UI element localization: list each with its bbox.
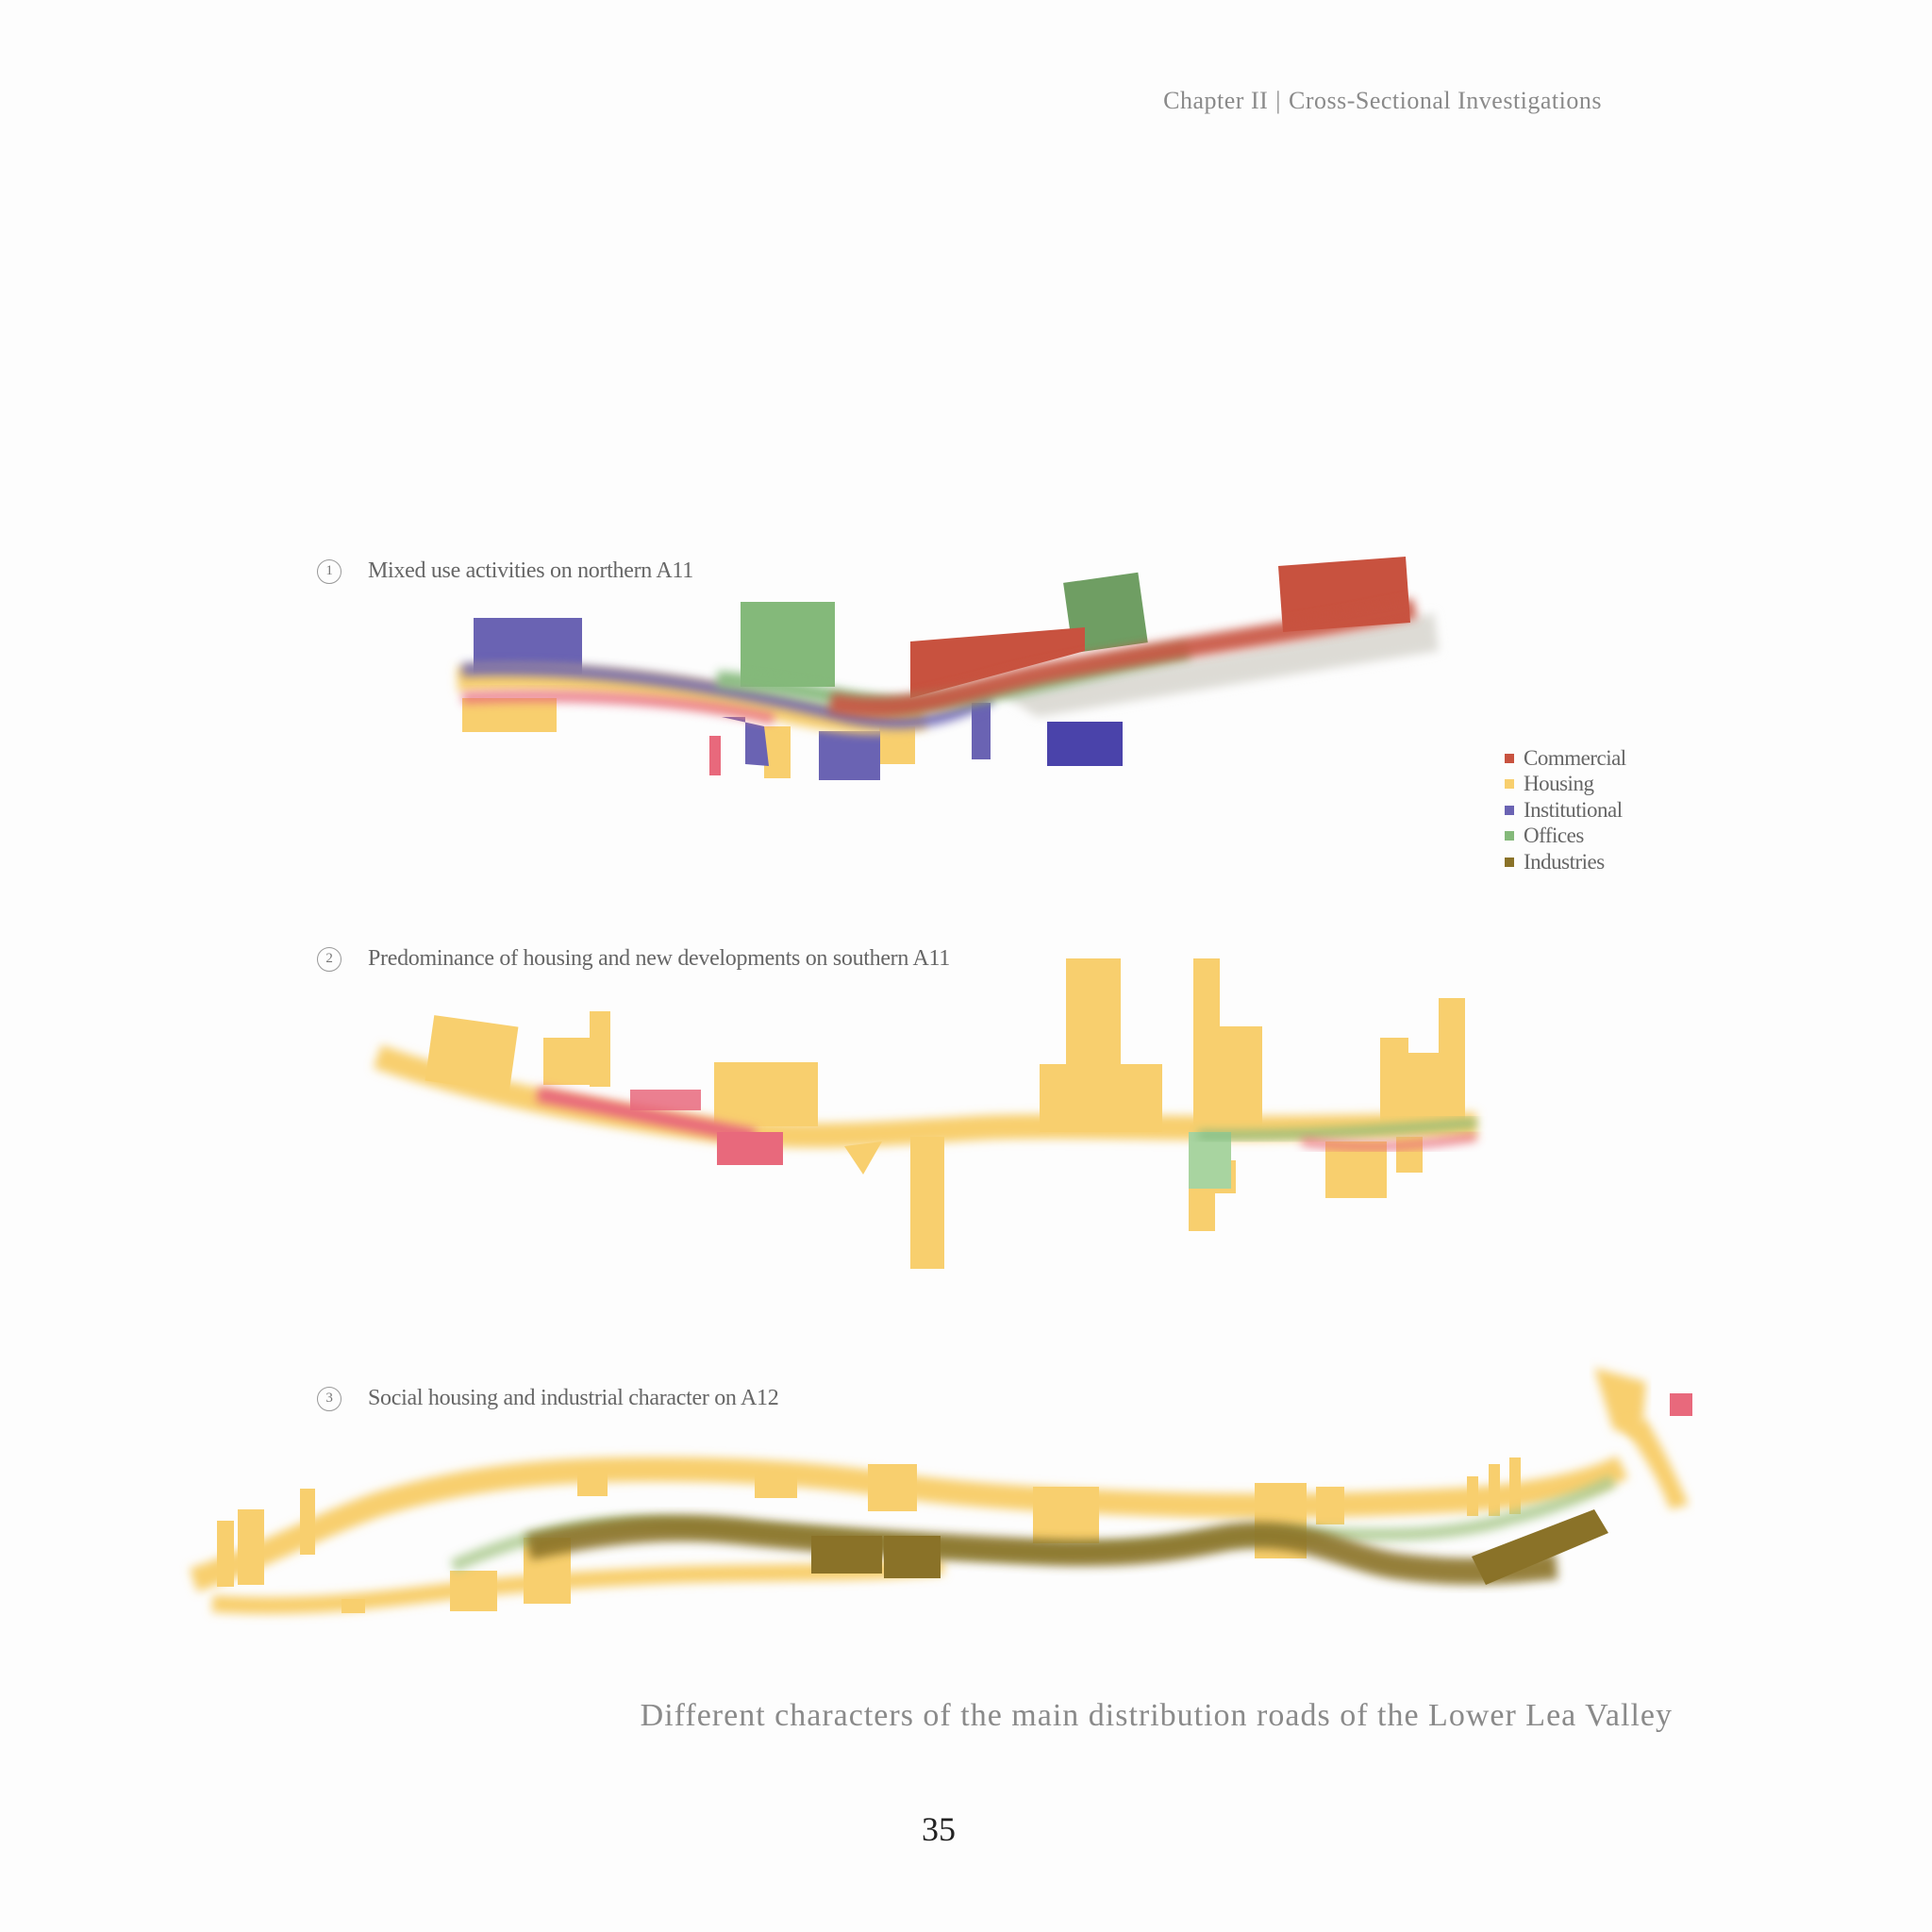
header-separator: |: [1275, 87, 1281, 114]
chapter-label: Chapter II: [1163, 87, 1269, 114]
diagram-northern-a11: [457, 557, 1439, 780]
housing-block: [217, 1521, 234, 1587]
legend-label: Commercial: [1524, 745, 1626, 770]
housing-block: [1439, 998, 1465, 1128]
housing-block: [910, 1137, 944, 1269]
legend-swatch: [1505, 753, 1514, 763]
housing-block: [868, 1464, 917, 1511]
housing-block: [1623, 1420, 1689, 1509]
section-label-1: 1 Mixed use activities on northern A11: [317, 558, 693, 584]
page-number: 35: [922, 1810, 956, 1848]
commercial-block: [910, 627, 1085, 698]
housing-block: [844, 1141, 882, 1174]
chapter-title: Cross-Sectional Investigations: [1288, 87, 1602, 114]
legend-swatch: [1505, 779, 1514, 790]
legend-label: Institutional: [1524, 797, 1623, 822]
offices-block: [741, 602, 835, 687]
housing-block: [714, 1062, 818, 1126]
legend-swatch: [1505, 805, 1514, 815]
legend-label: Offices: [1524, 824, 1584, 848]
offices-band: [1197, 1118, 1477, 1141]
road-band-institutional: [461, 662, 994, 729]
section-number-badge: 3: [317, 1386, 341, 1411]
institutional-block: [819, 731, 880, 780]
housing-block: [450, 1571, 497, 1611]
housing-block: [755, 1474, 797, 1498]
housing-block: [1594, 1368, 1646, 1439]
page-header: Chapter II| Cross-Sectional Investigation…: [1163, 87, 1602, 115]
section-number-badge: 2: [317, 946, 341, 972]
housing-block: [1066, 958, 1121, 1067]
diagram-a12: [189, 1368, 1692, 1614]
housing-block: [300, 1489, 315, 1555]
section-title: Mixed use activities on northern A11: [368, 558, 693, 583]
housing-block: [1217, 1026, 1262, 1128]
housing-block: [1040, 1064, 1162, 1132]
commercial-block: [709, 736, 721, 775]
legend: Commercial Housing Institutional Offices…: [1505, 745, 1626, 875]
road-band-grey: [1000, 613, 1439, 717]
road-band-commercial: [827, 598, 1418, 718]
industries-block: [811, 1536, 882, 1574]
section-number-badge: 1: [317, 558, 341, 584]
housing-block: [238, 1509, 264, 1585]
housing-block: [1467, 1476, 1478, 1516]
legend-label: Housing: [1524, 772, 1594, 796]
housing-block: [1489, 1464, 1500, 1516]
housing-block: [341, 1599, 365, 1613]
housing-block: [543, 1038, 595, 1085]
housing-block: [462, 698, 557, 732]
industries-block: [884, 1536, 941, 1578]
institutional-block: [972, 703, 991, 759]
legend-item-offices: Offices: [1505, 824, 1626, 850]
road-band-pink: [461, 691, 775, 724]
legend-item-institutional: Institutional: [1505, 797, 1626, 824]
housing-block: [1406, 1053, 1439, 1128]
legend-label: Industries: [1524, 849, 1605, 874]
diagram-southern-a11: [373, 958, 1477, 1269]
offices-block: [1189, 1132, 1231, 1189]
commercial-band: [1301, 1132, 1477, 1151]
housing-block: [590, 1011, 610, 1087]
section-title: Social housing and industrial character …: [368, 1386, 779, 1410]
section-label-3: 3 Social housing and industrial characte…: [317, 1386, 779, 1411]
housing-block: [1325, 1141, 1387, 1198]
commercial-block: [630, 1090, 701, 1110]
road-band-industries: [525, 1515, 1558, 1585]
legend-swatch: [1505, 831, 1514, 841]
section-label-2: 2 Predominance of housing and new develo…: [317, 946, 950, 972]
housing-block: [425, 1015, 519, 1092]
housing-block: [1380, 1038, 1408, 1127]
housing-block: [1193, 958, 1220, 1128]
housing-block: [1033, 1487, 1099, 1543]
industries-block: [1472, 1509, 1608, 1585]
legend-item-commercial: Commercial: [1505, 745, 1626, 772]
housing-block: [577, 1468, 608, 1496]
institutional-block: [722, 717, 769, 766]
institutional-block: [1047, 722, 1123, 766]
legend-swatch: [1505, 857, 1514, 867]
housing-block: [764, 726, 791, 778]
commercial-band: [536, 1087, 757, 1144]
figure-caption: Different characters of the main distrib…: [640, 1698, 1673, 1733]
housing-block: [1509, 1457, 1521, 1514]
legend-item-housing: Housing: [1505, 772, 1626, 798]
legend-item-industries: Industries: [1505, 849, 1626, 875]
section-title: Predominance of housing and new developm…: [368, 946, 950, 971]
commercial-block: [717, 1132, 783, 1165]
housing-block: [1316, 1487, 1344, 1524]
commercial-block: [1670, 1393, 1692, 1416]
